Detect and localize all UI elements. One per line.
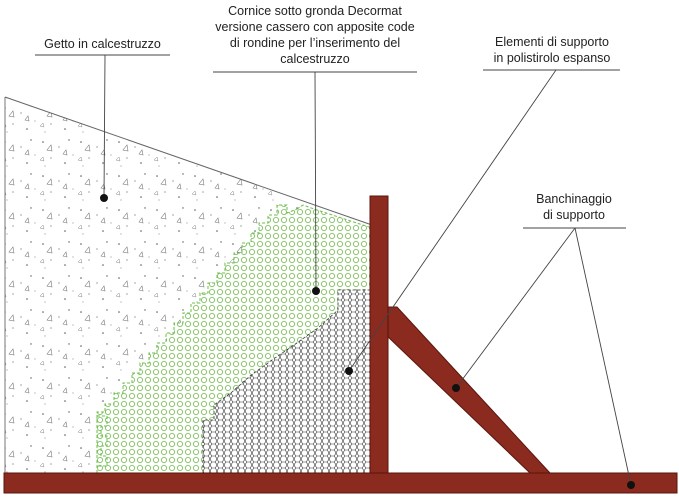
label-cornice-line-4: calcestruzzo [280, 52, 350, 66]
polystyrene-support-fill [203, 290, 372, 473]
marker-cornice [312, 287, 320, 295]
diagonal-brace [383, 306, 552, 474]
marker-base [627, 481, 635, 489]
label-getto-line-1: Getto in calcestruzzo [44, 37, 161, 51]
cornice-leader [314, 71, 317, 292]
label-banchinaggio-line-1: Banchinaggio [536, 192, 612, 206]
label-elementi-line-1: Elementi di supporto [495, 35, 609, 49]
marker-brace [452, 384, 460, 392]
concrete-slope-edge [4, 96, 373, 226]
banchinaggio-leader-2 [574, 227, 632, 486]
label-elementi-line-2: in polistirolo espanso [493, 51, 611, 65]
marker-getto [100, 194, 108, 202]
label-getto: Getto in calcestruzzo [35, 36, 170, 52]
label-elementi: Elementi di supporto in polistirolo espa… [478, 34, 626, 66]
label-cornice: Cornice sotto gronda Decormat versione c… [203, 3, 427, 67]
label-cornice-line-1: Cornice sotto gronda Decormat [228, 4, 402, 18]
getto-leader [103, 54, 106, 199]
elementi-leader [348, 69, 557, 372]
marker-elementi [345, 367, 353, 375]
label-cornice-line-3: di rondine per l’inserimento del [229, 36, 401, 50]
base-beam [3, 472, 678, 494]
label-banchinaggio-line-2: di supporto [543, 208, 605, 222]
label-banchinaggio: Banchinaggio di supporto [520, 191, 628, 223]
eaves-toe-dovetails [97, 415, 108, 467]
banchinaggio-leader-1 [455, 227, 576, 389]
leader-lines [35, 54, 632, 486]
label-cornice-line-2: versione cassero con apposite code [215, 20, 415, 34]
